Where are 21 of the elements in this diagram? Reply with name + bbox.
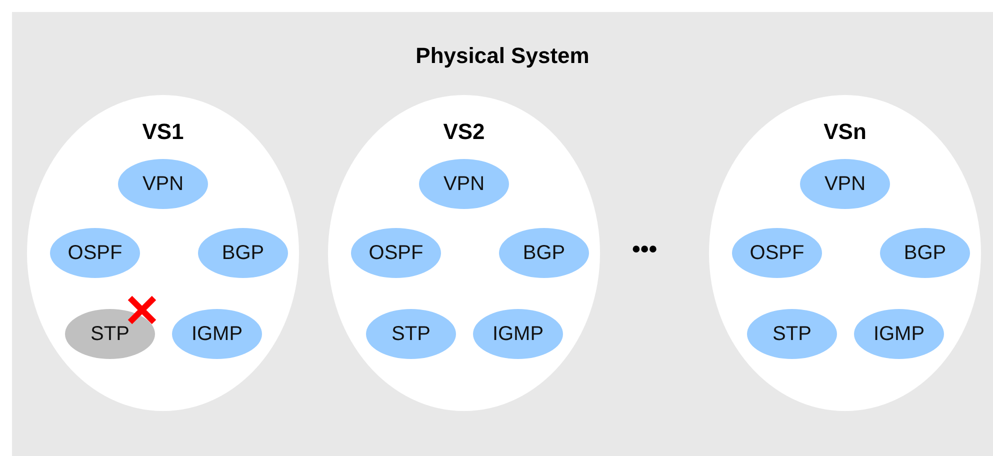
virtual-system-title: VSn (824, 119, 866, 145)
protocol-label: STP (90, 322, 130, 346)
protocol-label: OSPF (68, 242, 122, 264)
protocol-label: BGP (904, 242, 946, 264)
protocol-label: BGP (522, 242, 566, 264)
panel-title: Physical System (416, 43, 590, 69)
protocol-label: IGMP (873, 322, 925, 346)
protocol-label: STP (392, 322, 430, 346)
virtual-system-title: VS2 (443, 119, 485, 145)
protocol-label: VPN (824, 172, 866, 196)
protocol-label: OSPF (368, 242, 424, 264)
protocol-label: BGP (222, 242, 264, 264)
protocol-label: VPN (443, 172, 485, 196)
protocol-label: IGMP (492, 322, 544, 346)
ellipsis: ••• (632, 236, 658, 264)
system-panel (12, 12, 993, 456)
virtual-system-title: VS1 (142, 119, 184, 145)
protocol-label: STP (772, 322, 812, 346)
protocol-label: OSPF (750, 242, 804, 264)
protocol-label: IGMP (191, 322, 243, 346)
protocol-label: VPN (142, 172, 184, 196)
